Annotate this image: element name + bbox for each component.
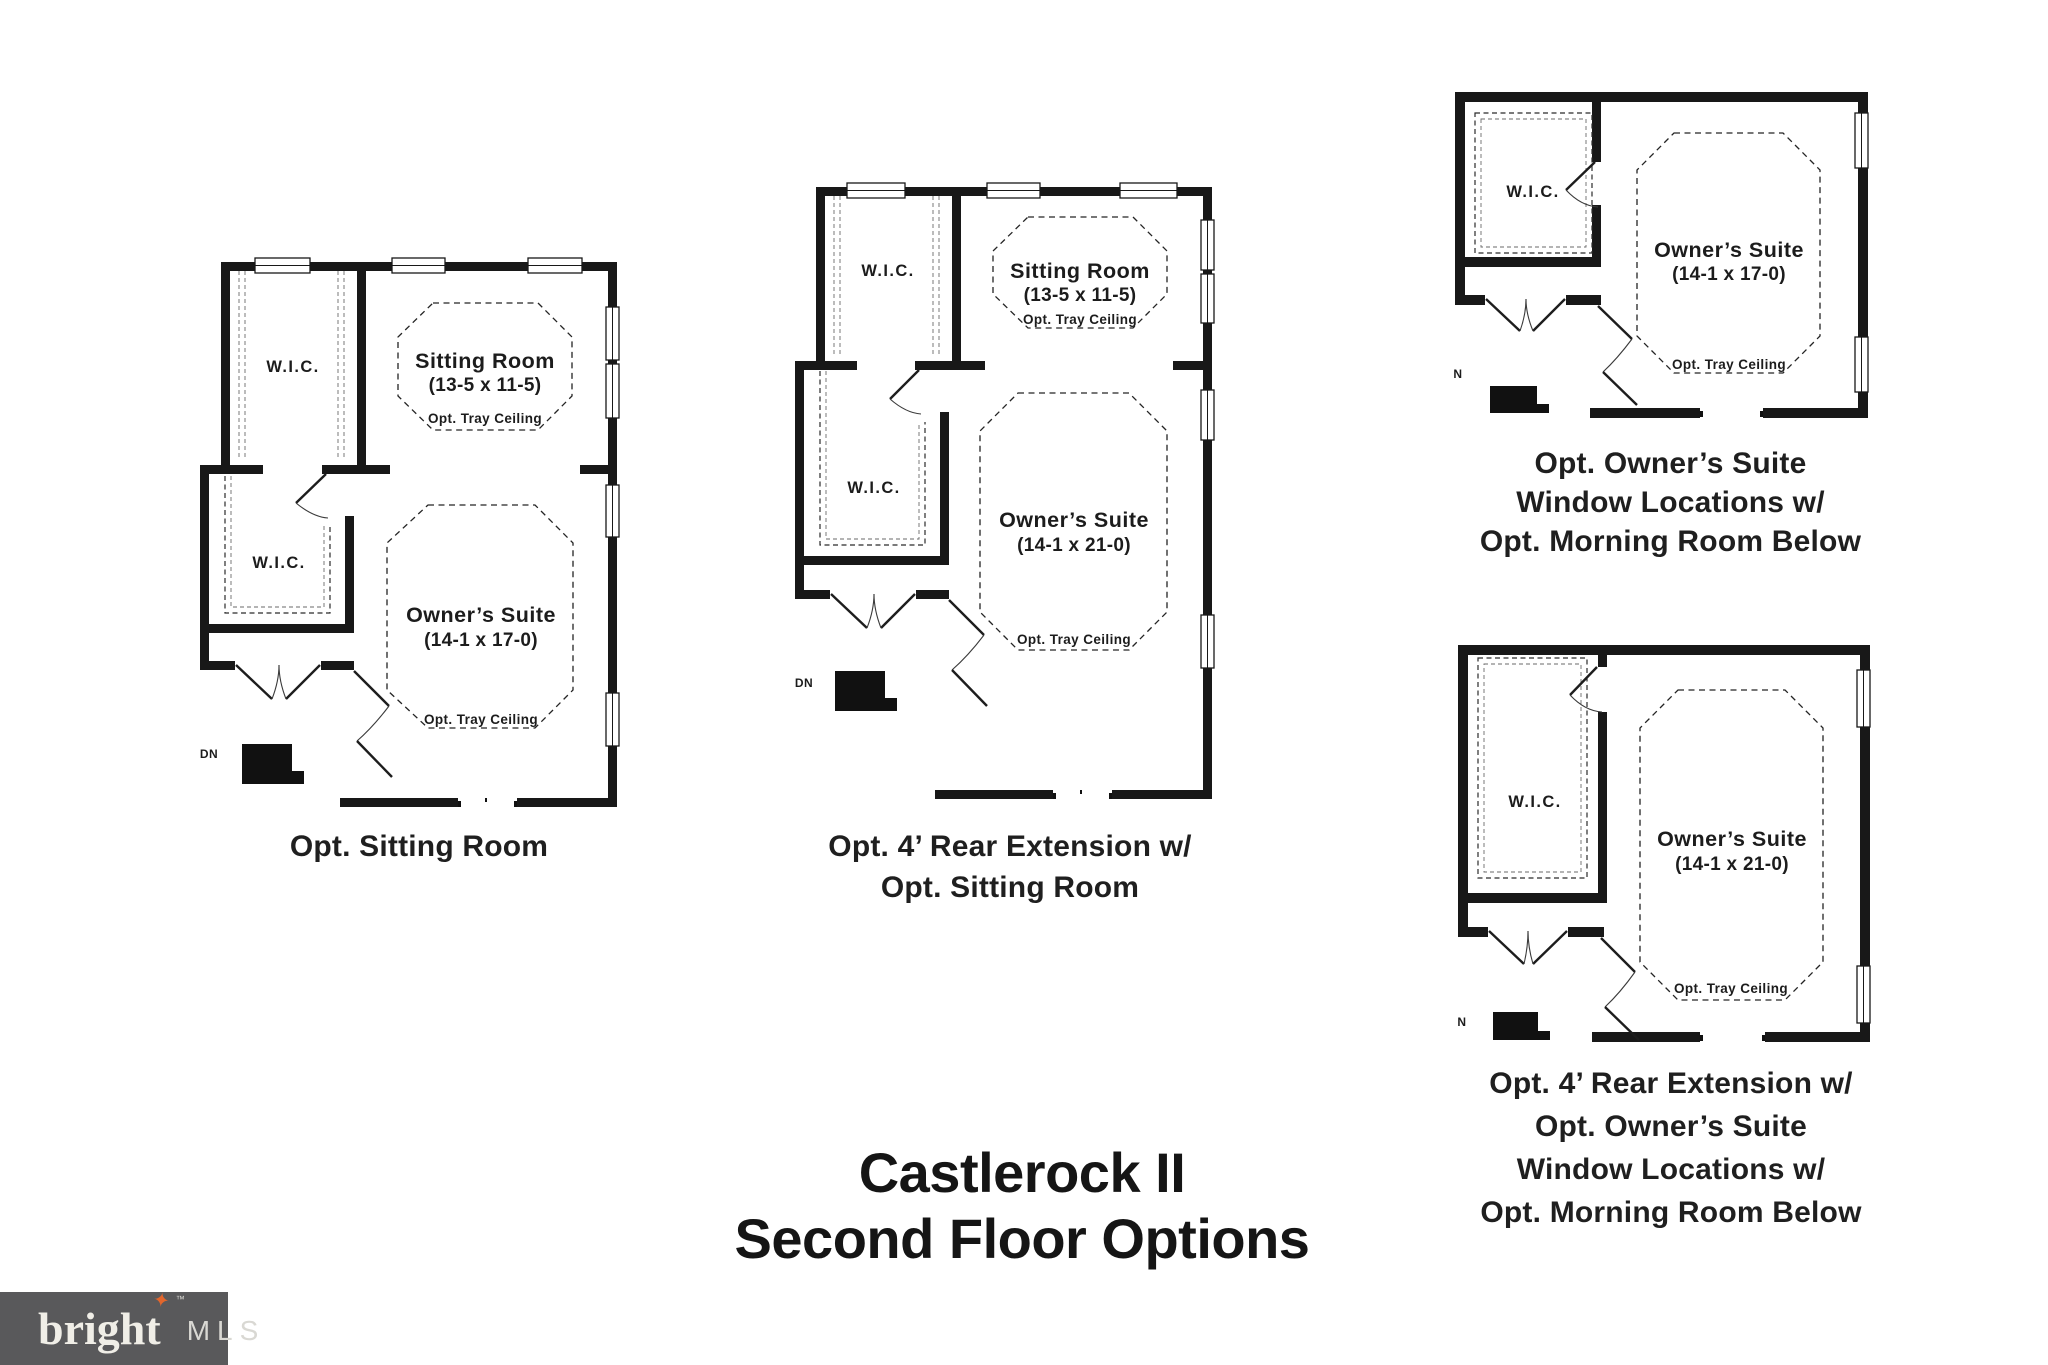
windows — [1854, 112, 1869, 393]
tray-ceiling-note: Opt. Tray Ceiling — [1023, 312, 1137, 327]
sitting-room-label: Sitting Room — [1010, 259, 1150, 283]
owners-suite-label: Owner’s Suite — [1654, 238, 1804, 262]
windows — [254, 257, 620, 747]
tray-ceiling-outlines — [979, 216, 1168, 651]
closet-shelving — [1474, 112, 1593, 254]
caption-line: Window Locations w/ — [1516, 486, 1825, 519]
doors — [1485, 161, 1638, 406]
bright-mls-logo: bright ✦ ™ MLS — [0, 1289, 258, 1365]
caption-line: Window Locations w/ — [1516, 1153, 1826, 1186]
tray-ceiling-note: Opt. Tray Ceiling — [428, 411, 542, 426]
caption-line: Opt. 4’ Rear Extension w/ — [1489, 1067, 1853, 1100]
room-labels: W.I.C. Owner’s Suite (14-1 x 17-0) Opt. … — [1453, 183, 1804, 381]
owners-suite-dims: (14-1 x 21-0) — [1675, 854, 1789, 875]
owners-suite-label: Owner’s Suite — [999, 508, 1149, 532]
windows — [846, 182, 1215, 669]
caption-line: Opt. Sitting Room — [880, 871, 1140, 904]
stair-block — [1490, 386, 1549, 413]
stair-block — [242, 744, 304, 784]
wic-label: W.I.C. — [847, 479, 900, 497]
room-labels: W.I.C. Owner’s Suite (14-1 x 21-0) Opt. … — [1457, 793, 1807, 1029]
walls — [1458, 645, 1870, 1042]
stair-block — [835, 671, 897, 711]
tray-ceiling-outlines — [386, 302, 574, 729]
sitting-room-label: Sitting Room — [415, 349, 555, 373]
trademark-symbol: ™ — [175, 1294, 185, 1304]
room-labels: W.I.C. Sitting Room (13-5 x 11-5) Opt. T… — [795, 259, 1150, 690]
closet-shelving — [224, 271, 345, 614]
logo-brand-text: bright — [38, 1303, 161, 1354]
stairs-down-label: DN — [200, 747, 218, 761]
stairs-down-label: DN — [795, 676, 813, 690]
floor-plan-opt-sitting-room: W.I.C. Sitting Room (13-5 x 11-5) Opt. T… — [200, 257, 620, 807]
wic-label: W.I.C. — [861, 262, 914, 280]
tray-ceiling-note: Opt. Tray Ceiling — [424, 712, 538, 727]
sparkle-star-icon: ✦ — [151, 1288, 172, 1314]
caption-line: Opt. 4’ Rear Extension w/ — [828, 830, 1192, 863]
tray-ceiling-note: Opt. Tray Ceiling — [1672, 357, 1786, 372]
wic-label: W.I.C. — [1506, 183, 1559, 201]
sheet-title: Castlerock II Second Floor Options — [672, 1140, 1372, 1272]
tray-ceiling-note: Opt. Tray Ceiling — [1017, 632, 1131, 647]
owners-suite-label: Owner’s Suite — [406, 603, 556, 627]
stairs-down-label: N — [1457, 1015, 1466, 1029]
doors — [1488, 666, 1640, 1041]
caption-line: Opt. Owner’s Suite — [1535, 1110, 1807, 1143]
doors — [235, 473, 393, 778]
owners-suite-dims: (14-1 x 17-0) — [1672, 264, 1786, 285]
caption-line: Opt. Sitting Room — [289, 830, 549, 863]
caption-line: Opt. Owner’s Suite — [1534, 447, 1807, 480]
stairs-down-label: N — [1453, 367, 1462, 381]
sheet-title-line: Castlerock II — [858, 1141, 1186, 1204]
wic-label: W.I.C. — [1508, 793, 1561, 811]
caption-rear-extension-sitting-room: Opt. 4’ Rear Extension w/ Opt. Sitting R… — [810, 826, 1210, 908]
caption-owners-suite-window-locations: Opt. Owner’s Suite Window Locations w/ O… — [1448, 444, 1893, 561]
floor-plan-rear-extension-sitting-room: W.I.C. Sitting Room (13-5 x 11-5) Opt. T… — [795, 182, 1215, 799]
caption-line: Opt. Morning Room Below — [1479, 525, 1862, 558]
floor-plan-owners-suite-window-locations: W.I.C. Owner’s Suite (14-1 x 17-0) Opt. … — [1453, 92, 1869, 418]
sitting-room-dims: (13-5 x 11-5) — [1024, 285, 1137, 306]
wic-label: W.I.C. — [266, 358, 319, 376]
owners-suite-dims: (14-1 x 17-0) — [424, 630, 538, 651]
floor-plan-rear-extension-window-locations: W.I.C. Owner’s Suite (14-1 x 21-0) Opt. … — [1457, 645, 1871, 1042]
owners-suite-dims: (14-1 x 21-0) — [1017, 535, 1131, 556]
room-labels: W.I.C. Sitting Room (13-5 x 11-5) Opt. T… — [200, 349, 556, 761]
logo-suffix-text: MLS — [186, 1314, 266, 1346]
doors — [830, 369, 988, 707]
walls — [1455, 92, 1868, 418]
caption-rear-extension-window-locations: Opt. 4’ Rear Extension w/ Opt. Owner’s S… — [1440, 1062, 1902, 1234]
logo-brand-wrap: bright ✦ ™ — [38, 1289, 185, 1355]
tray-ceiling-note: Opt. Tray Ceiling — [1674, 981, 1788, 996]
sitting-room-dims: (13-5 x 11-5) — [429, 375, 542, 396]
wic-label: W.I.C. — [252, 554, 305, 572]
sheet-title-line: Second Floor Options — [734, 1207, 1310, 1270]
windows — [1856, 669, 1871, 1024]
tray-ceiling-outlines — [1636, 132, 1821, 374]
closet-shelving — [819, 196, 940, 546]
caption-line: Opt. Morning Room Below — [1480, 1196, 1862, 1229]
stair-block — [1493, 1012, 1550, 1040]
caption-opt-sitting-room: Opt. Sitting Room — [219, 826, 619, 867]
closet-shelving — [1477, 657, 1588, 879]
walls — [200, 262, 617, 807]
owners-suite-label: Owner’s Suite — [1657, 827, 1807, 851]
